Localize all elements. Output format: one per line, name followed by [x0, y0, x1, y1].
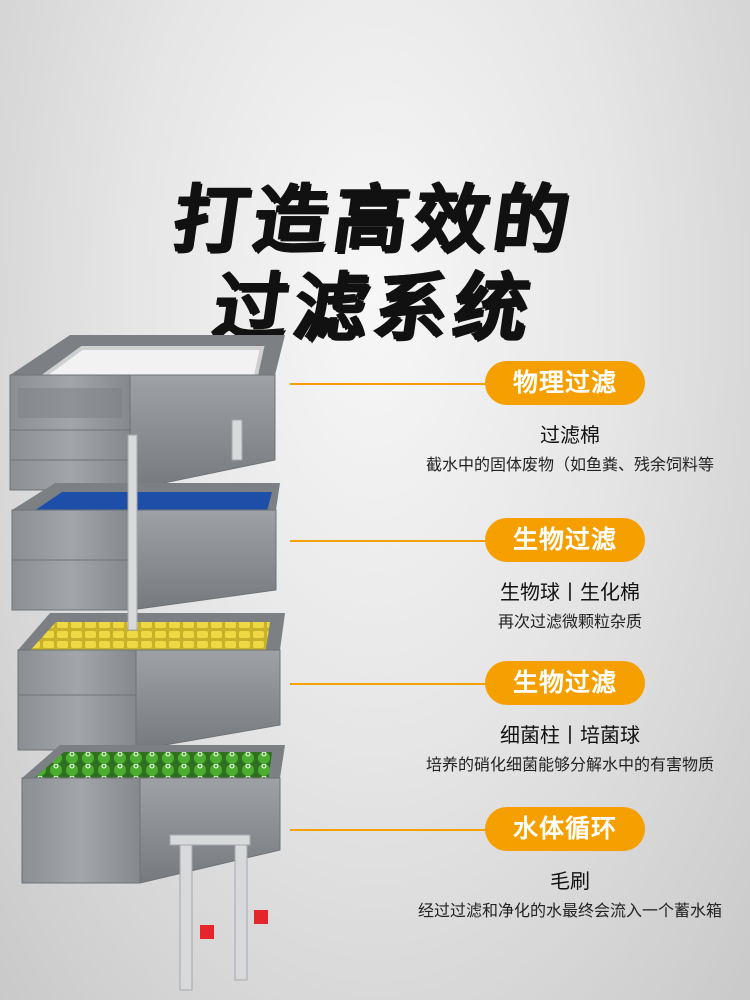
connector-line: [290, 829, 490, 831]
section-description: 培养的硝化细菌能够分解水中的有害物质: [425, 755, 714, 774]
section-subtitle: 生物球丨生化棉: [500, 580, 640, 604]
crate-physical-filter: [9, 335, 285, 491]
pipes: [127, 419, 251, 991]
section-pill: 物理过滤: [485, 361, 645, 405]
section-description: 截水中的固体废物（如鱼粪、残余饲料等: [425, 455, 714, 474]
crate-bio-filter-yellow: [17, 613, 285, 751]
connector-line: [290, 383, 490, 385]
crate-bio-filter-blue: [11, 483, 280, 611]
valve-handles: [200, 910, 268, 939]
filter-crate-stack-illustration: [9, 335, 285, 991]
connector-line: [290, 683, 490, 685]
connector-line: [290, 540, 490, 542]
section-subtitle: 毛刷: [550, 869, 590, 893]
section-description: 经过过滤和净化的水最终会流入一个蓄水箱: [417, 901, 722, 920]
section-pill: 生物过滤: [485, 518, 645, 562]
section-pill: 生物过滤: [485, 661, 645, 705]
section-description: 再次过滤微颗粒杂质: [497, 612, 642, 631]
section-subtitle: 细菌柱丨培菌球: [500, 723, 640, 747]
section-subtitle: 过滤棉: [540, 423, 600, 447]
section-pill: 水体循环: [485, 807, 645, 851]
crate-water-circulation: [21, 745, 285, 884]
